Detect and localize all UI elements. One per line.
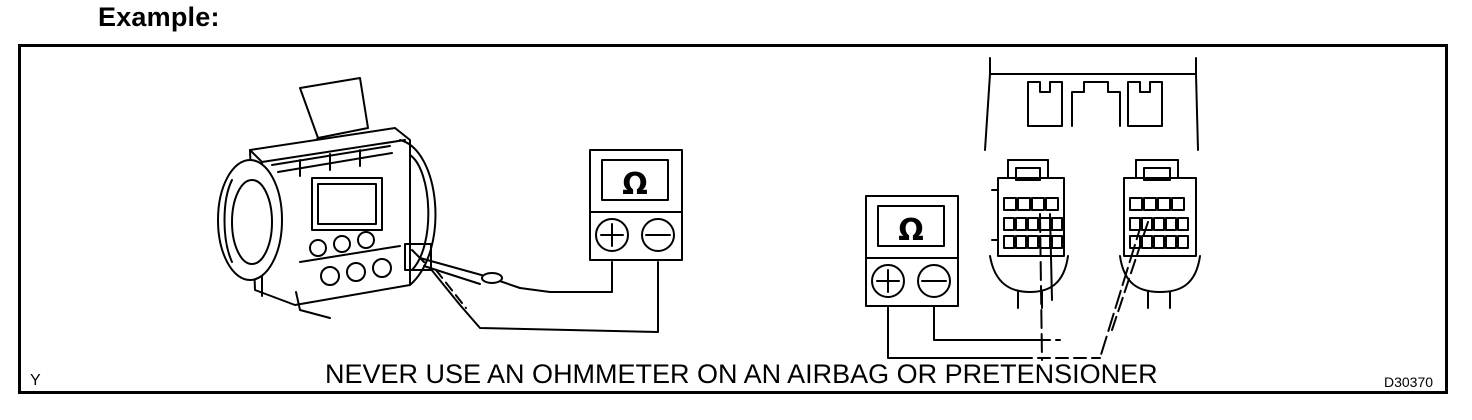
ohmmeter-icon: Ω <box>866 196 958 306</box>
airbag-module-illustration <box>218 78 435 318</box>
warning-caption: NEVER USE AN OHMMETER ON AN AIRBAG OR PR… <box>325 359 1158 389</box>
figure-code-left: Y <box>30 372 41 389</box>
example-heading: Example: <box>98 2 220 32</box>
ohmmeter-symbol: Ω <box>622 167 648 202</box>
test-leads <box>888 306 1100 358</box>
figure-id: D30370 <box>1384 374 1434 390</box>
connector-icon <box>1100 160 1200 358</box>
test-lead-probe <box>420 258 658 332</box>
illustration-frame <box>18 44 1448 394</box>
ohmmeter-symbol: Ω <box>898 213 924 248</box>
connector-housing <box>985 58 1198 150</box>
connector-icon <box>990 160 1068 360</box>
ohmmeter-icon: Ω <box>590 150 682 260</box>
